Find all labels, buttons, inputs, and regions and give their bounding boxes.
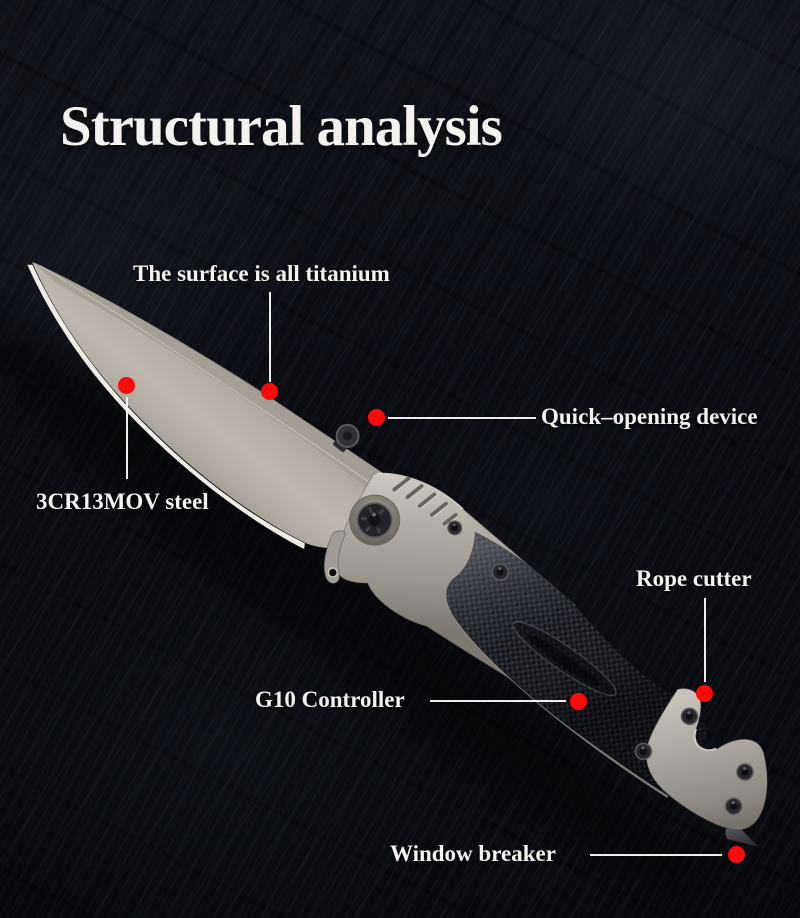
marker-dot-rope-cutter bbox=[696, 685, 713, 702]
callout-label-quick-opening: Quick–opening device bbox=[541, 404, 758, 429]
pommel bbox=[645, 688, 768, 831]
callout-line bbox=[388, 417, 536, 419]
marker-dot-steel bbox=[118, 377, 135, 394]
liner-edge bbox=[455, 621, 669, 798]
rope-cutter-notch bbox=[693, 728, 717, 752]
marker-dot-g10-controller bbox=[570, 693, 587, 710]
page-title: Structural analysis bbox=[60, 95, 503, 158]
callout-line bbox=[126, 397, 128, 479]
thumb-stud bbox=[333, 423, 360, 453]
callout-line bbox=[704, 598, 706, 682]
blade bbox=[27, 262, 404, 551]
g10-scale bbox=[446, 531, 711, 798]
marker-dot-window-breaker bbox=[728, 846, 745, 863]
marker-dot-quick-opening bbox=[368, 409, 385, 426]
callout-line bbox=[590, 854, 722, 856]
jimping-grooves bbox=[392, 476, 459, 527]
callout-label-rope-cutter: Rope cutter bbox=[636, 566, 752, 591]
blade-ridge-line bbox=[39, 264, 389, 496]
bolster-rim-highlight bbox=[376, 472, 464, 510]
g10-thumb-groove bbox=[512, 621, 617, 697]
callout-label-surface-titanium: The surface is all titanium bbox=[133, 261, 390, 286]
blade-spine-flat bbox=[34, 262, 403, 506]
callout-label-window-breaker: Window breaker bbox=[390, 841, 556, 866]
pivot-screw bbox=[349, 494, 401, 546]
lanyard-hole bbox=[327, 567, 339, 578]
callout-label-steel: 3CR13MOV steel bbox=[36, 489, 209, 514]
callout-label-g10-controller: G10 Controller bbox=[255, 687, 405, 712]
knife-shadow bbox=[0, 316, 707, 898]
callout-line bbox=[430, 700, 566, 702]
marker-dot-surface-titanium bbox=[261, 383, 278, 400]
callout-line bbox=[269, 292, 271, 382]
